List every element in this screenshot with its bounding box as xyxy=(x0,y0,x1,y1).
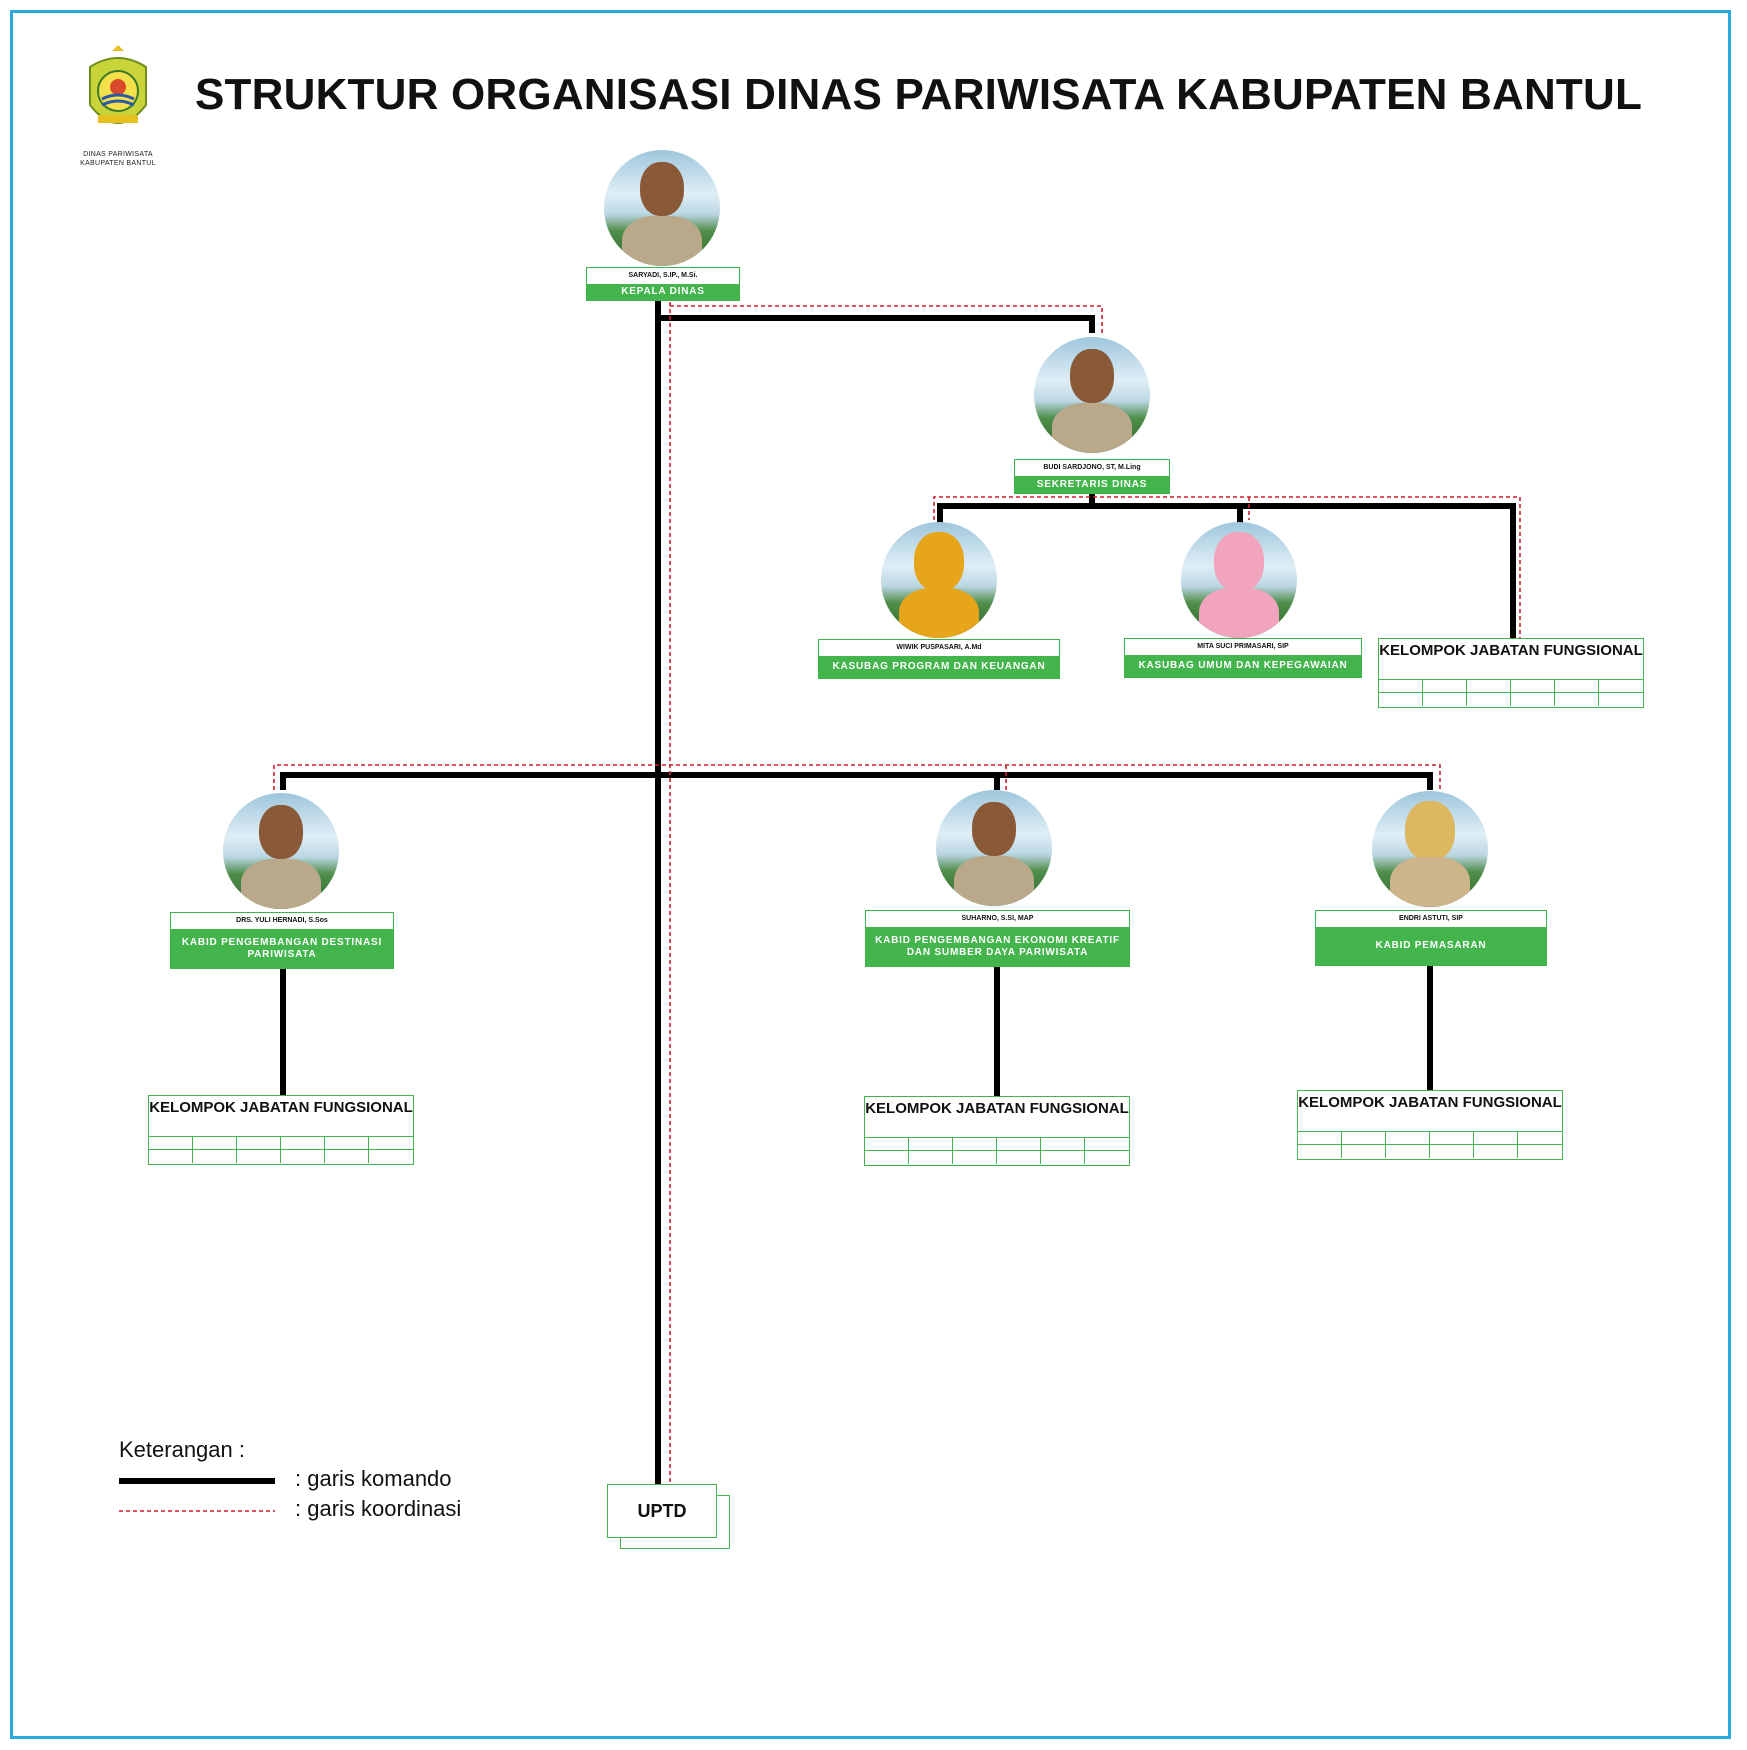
sekretaris-name: BUDI SARDJONO, ST, M.Ling xyxy=(1043,464,1141,471)
fungsional-box-ekonomi: KELOMPOK JABATAN FUNGSIONAL xyxy=(864,1096,1130,1166)
sekretaris-position: SEKRETARIS DINAS xyxy=(1015,476,1169,493)
kasubag-umum-name: MITA SUCI PRIMASARI, SIP xyxy=(1197,643,1289,650)
kabid-destinasi-position: KABID PENGEMBANGAN DESTINASI PARIWISATA xyxy=(171,929,393,968)
kabid-pemasaran-card: ENDRI ASTUTI, SIP KABID PEMASARAN xyxy=(1315,910,1547,966)
fungsional-box-destinasi: KELOMPOK JABATAN FUNGSIONAL xyxy=(148,1095,414,1165)
kabid-ekonomi-position: KABID PENGEMBANGAN EKONOMI KREATIF DAN S… xyxy=(866,927,1129,966)
legend-title: Keterangan : xyxy=(119,1437,245,1462)
logo: DINAS PARIWISATA KABUPATEN BANTUL xyxy=(78,45,158,168)
command-line-secretariat-branch xyxy=(937,503,1516,640)
kasubag-program-card: WIWIK PUSPASARI, A.Md KASUBAG PROGRAM DA… xyxy=(818,639,1060,679)
kasubag-umum-card: MITA SUCI PRIMASARI, SIP KASUBAG UMUM DA… xyxy=(1124,638,1362,678)
logo-line-1: DINAS PARIWISATA xyxy=(83,151,153,158)
fungsional-box-pemasaran: KELOMPOK JABATAN FUNGSIONAL xyxy=(1297,1090,1563,1160)
fungsional-grid-ekonomi xyxy=(865,1137,1129,1164)
logo-line-2: KABUPATEN BANTUL xyxy=(80,160,156,167)
kabid-ekonomi-photo xyxy=(936,790,1052,906)
sekretaris-photo xyxy=(1034,337,1150,453)
kabid-pemasaran-name: ENDRI ASTUTI, SIP xyxy=(1399,915,1463,922)
page-title: STRUKTUR ORGANISASI DINAS PARIWISATA KAB… xyxy=(195,70,1643,119)
fungsional-title-pemasaran: KELOMPOK JABATAN FUNGSIONAL xyxy=(1298,1094,1562,1111)
fungsional-title-ekonomi: KELOMPOK JABATAN FUNGSIONAL xyxy=(865,1100,1129,1117)
fungsional-title-destinasi: KELOMPOK JABATAN FUNGSIONAL xyxy=(149,1099,413,1116)
fungsional-grid-destinasi xyxy=(149,1136,413,1163)
kabid-ekonomi-card: SUHARNO, S.SI, MAP KABID PENGEMBANGAN EK… xyxy=(865,910,1130,967)
command-lines xyxy=(280,300,1516,1485)
legend-coordination-label: : garis koordinasi xyxy=(295,1496,462,1521)
kasubag-program-name: WIWIK PUSPASARI, A.Md xyxy=(896,644,982,651)
kabid-pemasaran-position: KABID PEMASARAN xyxy=(1316,927,1546,965)
fungsional-grid-pemasaran xyxy=(1298,1131,1562,1158)
kasubag-program-position: KASUBAG PROGRAM DAN KEUANGAN xyxy=(819,656,1059,678)
command-line-bidang-branch xyxy=(280,772,1433,790)
kabid-ekonomi-name: SUHARNO, S.SI, MAP xyxy=(961,915,1034,922)
fungsional-grid-sekretariat xyxy=(1379,679,1643,706)
page-frame xyxy=(10,10,1731,1739)
kasubag-umum-position: KASUBAG UMUM DAN KEPEGAWAIAN xyxy=(1125,655,1361,677)
kabid-destinasi-card: DRS. YULI HERNADI, S.Sos KABID PENGEMBAN… xyxy=(170,912,394,969)
fungsional-box-sekretariat: KELOMPOK JABATAN FUNGSIONAL xyxy=(1378,638,1644,708)
kabid-destinasi-name: DRS. YULI HERNADI, S.Sos xyxy=(236,917,328,924)
kasubag-umum-photo xyxy=(1181,522,1297,638)
kepala-dinas-position: KEPALA DINAS xyxy=(587,284,739,300)
kepala-dinas-card: SARYADI, S.IP., M.Si. KEPALA DINAS xyxy=(586,267,740,301)
kepala-dinas-photo xyxy=(604,150,720,266)
kasubag-program-photo xyxy=(881,522,997,638)
sekretaris-card: BUDI SARDJONO, ST, M.Ling SEKRETARIS DIN… xyxy=(1014,459,1170,494)
legend-command-label: : garis komando xyxy=(295,1466,452,1491)
kepala-dinas-name: SARYADI, S.IP., M.Si. xyxy=(628,272,698,279)
coordination-line-secretariat xyxy=(933,496,1521,640)
command-line-to-sekretaris xyxy=(658,315,1095,333)
coordination-lines xyxy=(273,302,1521,1484)
bantul-emblem-icon xyxy=(89,45,147,124)
fungsional-title-sekretariat: KELOMPOK JABATAN FUNGSIONAL xyxy=(1379,642,1643,659)
coordination-line-to-sekretaris xyxy=(670,305,1103,333)
kabid-destinasi-photo xyxy=(223,793,339,909)
uptd-box: UPTD xyxy=(607,1484,717,1538)
kabid-pemasaran-photo xyxy=(1372,791,1488,907)
